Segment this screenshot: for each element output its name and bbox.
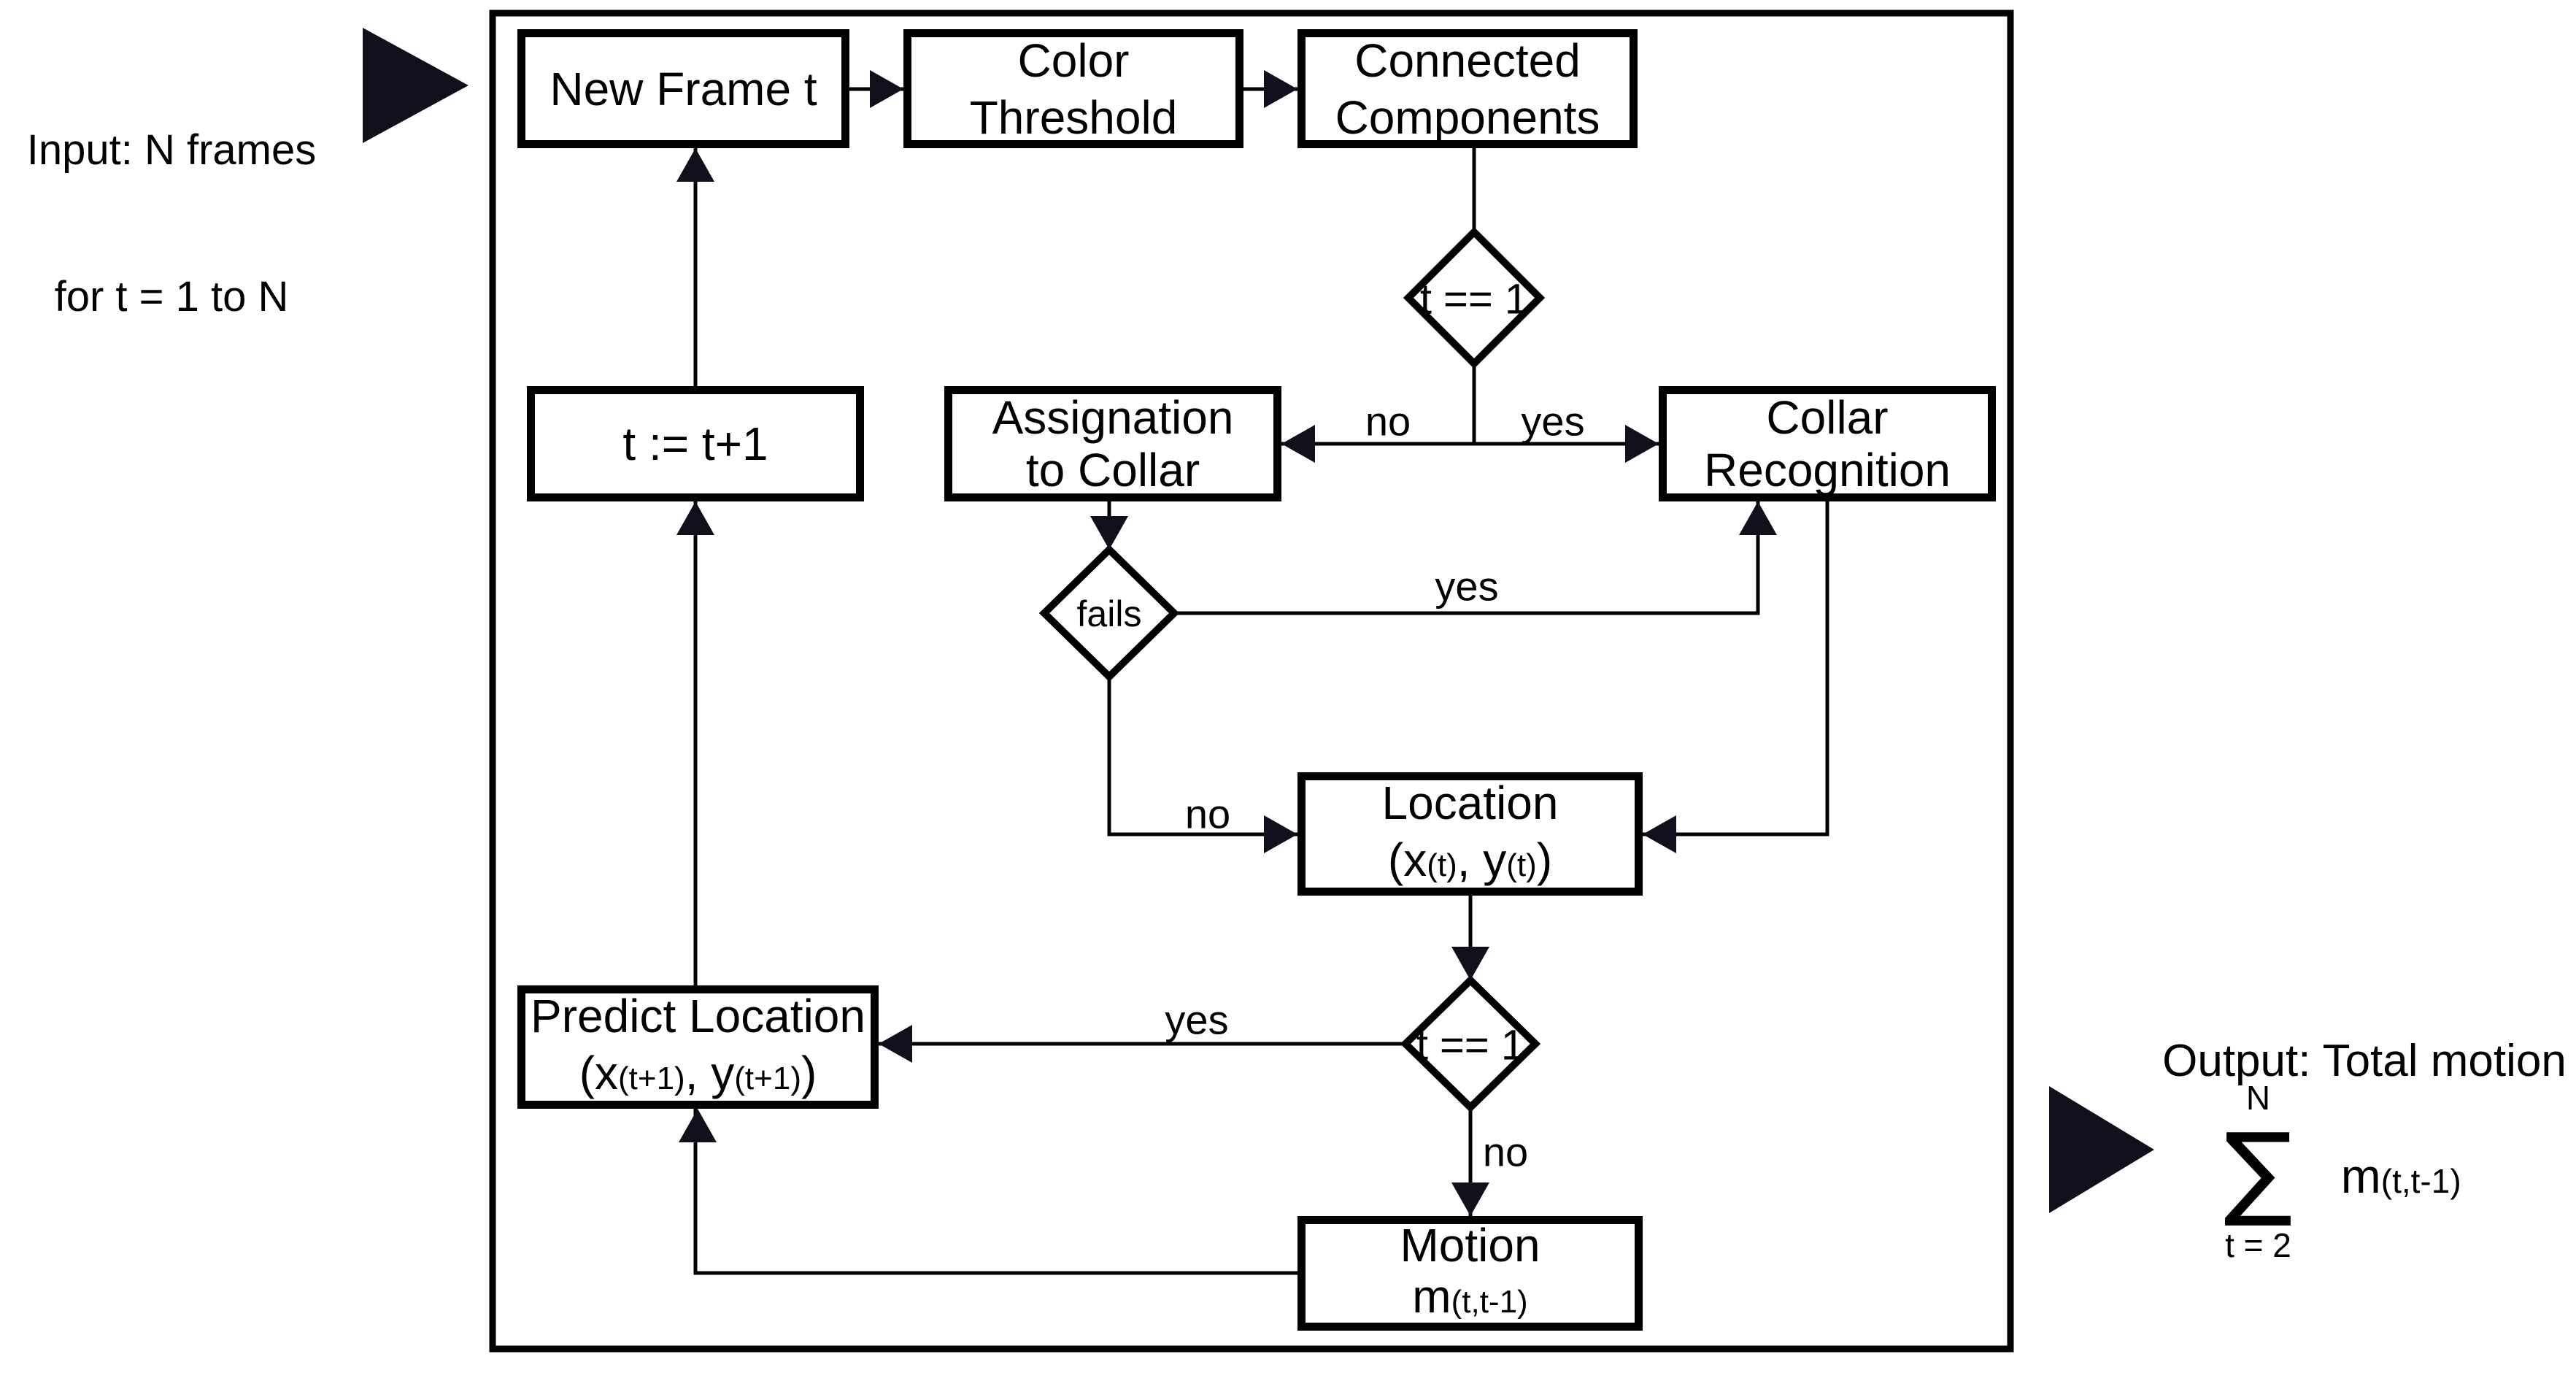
input-annotation: Input: N frames for t = 1 to N: [0, 28, 343, 419]
arrowhead-icon: [679, 1109, 717, 1142]
node-label: Collar: [1766, 391, 1889, 444]
arrowhead-icon: [1264, 70, 1297, 108]
sum-symbol: ∑: [2224, 1112, 2293, 1231]
node-label: Recognition: [1704, 444, 1951, 496]
input-annotation-line1: Input: N frames: [26, 126, 317, 174]
edge-label-no: no: [1184, 791, 1231, 837]
arrowhead-icon: [1643, 815, 1676, 853]
node-label: Predict Location: [531, 989, 865, 1042]
flowchart-border: [489, 9, 2014, 1353]
arrowhead-icon: [676, 501, 714, 535]
arrowhead-icon: [1281, 425, 1315, 463]
input-arrow-icon: [363, 28, 468, 143]
node-label: Motion: [1400, 1218, 1540, 1272]
node-label: Color: [1017, 34, 1130, 87]
output-arrow-icon: [2049, 1086, 2154, 1213]
node-label: New Frame t: [549, 62, 817, 115]
node-sublabel: (x(t), y(t)): [1387, 833, 1553, 886]
arrowheads: [676, 70, 1777, 1216]
sum-lower-limit: t = 2: [2225, 1226, 2291, 1264]
bottom-condition-label: t == 1: [1416, 1021, 1525, 1069]
node-location: Location (x(t), y(t)): [1297, 772, 1643, 896]
top-condition-label: t == 1: [1419, 275, 1529, 323]
edge-label-yes: yes: [1165, 996, 1229, 1043]
output-sum-term: m(t,t-1): [2340, 1149, 2461, 1203]
output-sum: N ∑ t = 2: [2198, 1079, 2318, 1264]
node-t-increment: t := t+1: [527, 386, 864, 501]
arrowhead-icon: [1451, 1182, 1489, 1216]
edge-collar-to-location: [1643, 501, 1829, 837]
connectors: [693, 87, 1829, 1275]
node-assignation-to-collar: Assignation to Collar: [944, 386, 1281, 501]
arrowhead-icon: [870, 70, 903, 108]
node-sublabel: (x(t+1), y(t+1)): [579, 1046, 817, 1099]
io-triangles: [363, 28, 2154, 1213]
node-label: t := t+1: [622, 418, 768, 470]
arrowhead-icon: [1264, 815, 1297, 853]
arrowhead-icon: [1625, 425, 1659, 463]
output-annotation-title: Output: Total motion: [2162, 1036, 2567, 1086]
decision-diamonds: [1038, 226, 1546, 1112]
node-sublabel: m(t,t-1): [1412, 1269, 1528, 1323]
arrowhead-icon: [1739, 501, 1777, 535]
node-label: Threshold: [969, 91, 1178, 144]
arrowhead-icon: [879, 1025, 912, 1063]
arrowhead-icon: [1451, 947, 1489, 980]
node-connected-components: Connected Components: [1297, 29, 1638, 148]
edge-label-no: no: [1365, 398, 1411, 445]
fails-label: fails: [1076, 593, 1142, 634]
node-label: to Collar: [1025, 444, 1200, 496]
edge-fails-yes-to-collar: [1174, 501, 1760, 615]
edge-label-yes: yes: [1435, 563, 1499, 609]
node-label: Assignation: [992, 391, 1234, 444]
node-predict-location: Predict Location (x(t+1), y(t+1)): [517, 985, 879, 1109]
arrowhead-icon: [676, 148, 714, 182]
fails-diamond: [1038, 545, 1180, 682]
arrowhead-icon: [1090, 516, 1128, 550]
node-label: Location: [1381, 776, 1559, 829]
edge-motion-to-predict: [693, 1109, 1297, 1275]
node-motion: Motion m(t,t-1): [1297, 1216, 1643, 1331]
node-new-frame: New Frame t: [517, 29, 849, 148]
input-annotation-line2: for t = 1 to N: [54, 273, 289, 320]
edge-label-yes: yes: [1521, 398, 1585, 445]
node-label: Components: [1335, 91, 1600, 144]
node-color-threshold: Color Threshold: [903, 29, 1243, 148]
bottom-condition-diamond: [1400, 975, 1541, 1112]
node-collar-recognition: Collar Recognition: [1659, 386, 1996, 501]
node-label: Connected: [1354, 34, 1581, 87]
edge-label-no: no: [1482, 1128, 1529, 1175]
top-condition-diamond: [1403, 226, 1546, 369]
edge-fails-no-to-location: [1107, 677, 1297, 837]
sum-upper-limit: N: [2245, 1079, 2271, 1117]
